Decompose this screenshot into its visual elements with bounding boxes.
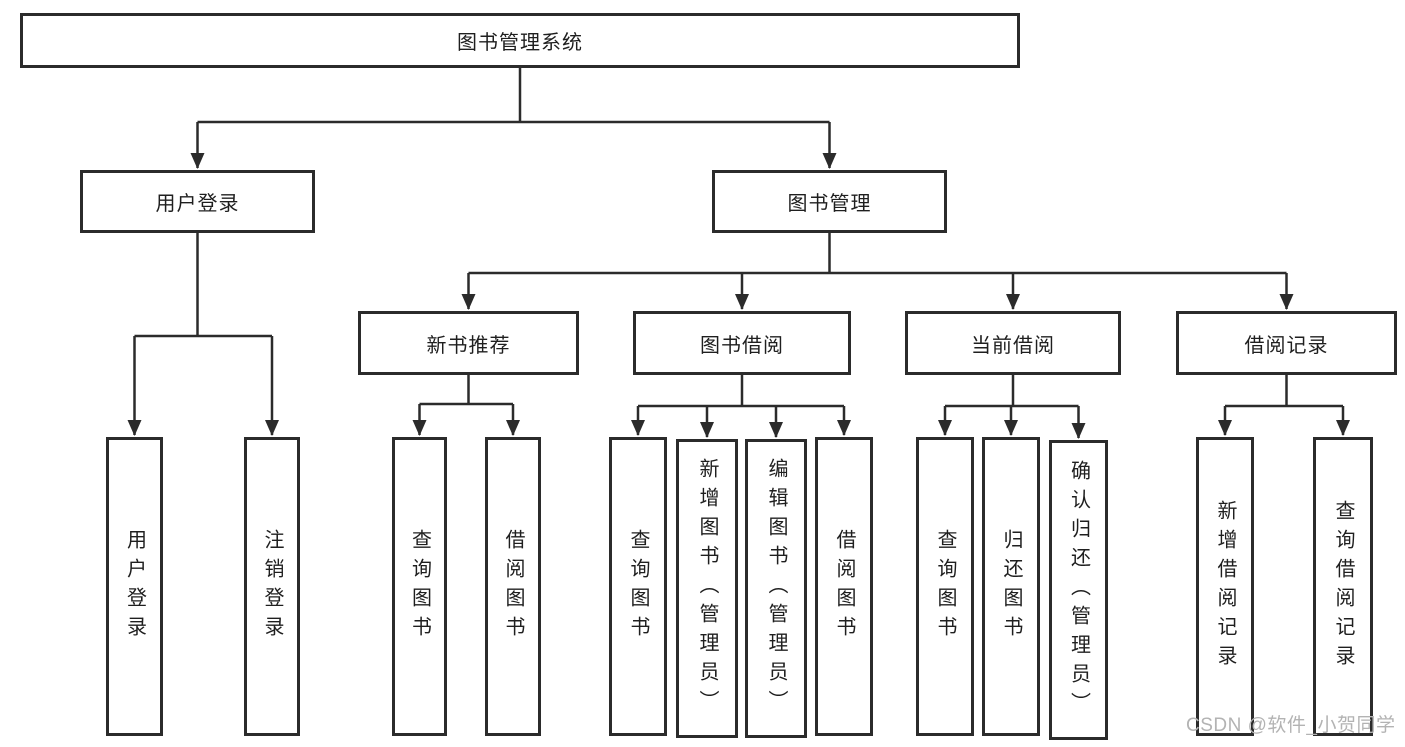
- node-label: 图书管理系统: [457, 32, 583, 54]
- node-borrow-books: 借阅图书: [815, 437, 873, 736]
- node-label: 确认归还（管理员）: [1067, 459, 1090, 721]
- node-add-borrow-record: 新增借阅记录: [1196, 437, 1254, 736]
- node-label: 新增借阅记录: [1214, 499, 1236, 674]
- node-return-book: 归还图书: [982, 437, 1040, 736]
- node-borrow-record: 借阅记录: [1176, 311, 1397, 375]
- node-confirm-return-admin: 确认归还（管理员）: [1049, 440, 1108, 740]
- node-borrow-books-recommend: 借阅图书: [485, 437, 541, 736]
- node-label: 编辑图书（管理员）: [765, 458, 787, 719]
- node-edit-book-admin: 编辑图书（管理员）: [745, 439, 807, 738]
- node-query-borrow-record: 查询借阅记录: [1313, 437, 1373, 736]
- node-label: 借阅记录: [1244, 334, 1329, 357]
- node-label: 查询图书: [408, 528, 431, 645]
- node-add-book-admin: 新增图书（管理员）: [676, 439, 738, 738]
- node-label: 新书推荐: [426, 334, 511, 357]
- node-new-book-recommend: 新书推荐: [358, 311, 579, 375]
- node-query-books-recommend: 查询图书: [392, 437, 447, 736]
- node-query-books-borrow: 查询图书: [609, 437, 667, 736]
- node-book-borrow: 图书借阅: [633, 311, 851, 375]
- node-query-books-current: 查询图书: [916, 437, 974, 736]
- watermark: CSDN @软件_小贺同学: [1186, 715, 1396, 736]
- node-label: 查询图书: [934, 528, 956, 645]
- node-label: 注销登录: [261, 528, 283, 645]
- node-label: 当前借阅: [971, 334, 1055, 357]
- node-library-system: 图书管理系统: [20, 13, 1020, 68]
- node-login: 用户登录: [106, 437, 163, 736]
- node-label: 图书借阅: [700, 334, 784, 357]
- node-label: 查询图书: [627, 528, 649, 645]
- node-label: 用户登录: [155, 193, 240, 215]
- node-label: 用户登录: [123, 528, 146, 645]
- node-label: 借阅图书: [502, 528, 524, 645]
- node-logout: 注销登录: [244, 437, 300, 736]
- node-user-login: 用户登录: [80, 170, 315, 233]
- node-label: 图书管理: [787, 193, 872, 215]
- node-current-borrow: 当前借阅: [905, 311, 1121, 375]
- node-label: 新增图书（管理员）: [696, 458, 718, 719]
- node-book-management: 图书管理: [712, 170, 947, 233]
- node-label: 查询借阅记录: [1332, 499, 1354, 674]
- node-label: 借阅图书: [833, 528, 855, 645]
- node-label: 归还图书: [1000, 528, 1022, 645]
